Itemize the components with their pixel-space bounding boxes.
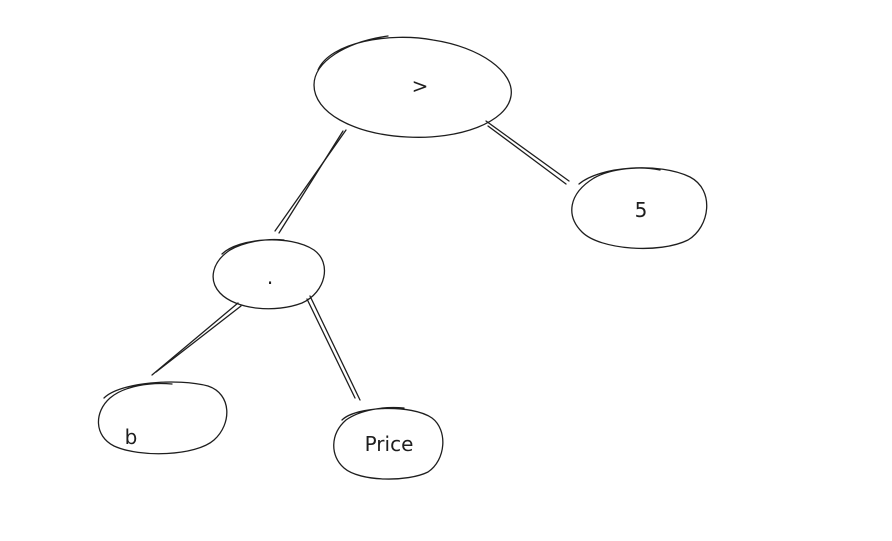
node-b: b — [97, 381, 228, 455]
edge-dot-to-b — [151, 302, 242, 376]
node-price-label: Price — [365, 432, 414, 456]
node-root-label: > — [412, 74, 429, 98]
node-dot: . — [212, 238, 325, 310]
node-b-label: b — [125, 425, 138, 449]
node-five-label: 5 — [635, 198, 648, 222]
node-price: Price — [333, 406, 444, 480]
node-root: > — [313, 35, 512, 138]
edge-dot-to-price — [306, 295, 361, 401]
node-five: 5 — [571, 167, 708, 249]
node-dot-label: . — [267, 265, 273, 289]
edge-root-to-dot — [274, 129, 347, 234]
edge-root-to-five — [485, 120, 570, 185]
